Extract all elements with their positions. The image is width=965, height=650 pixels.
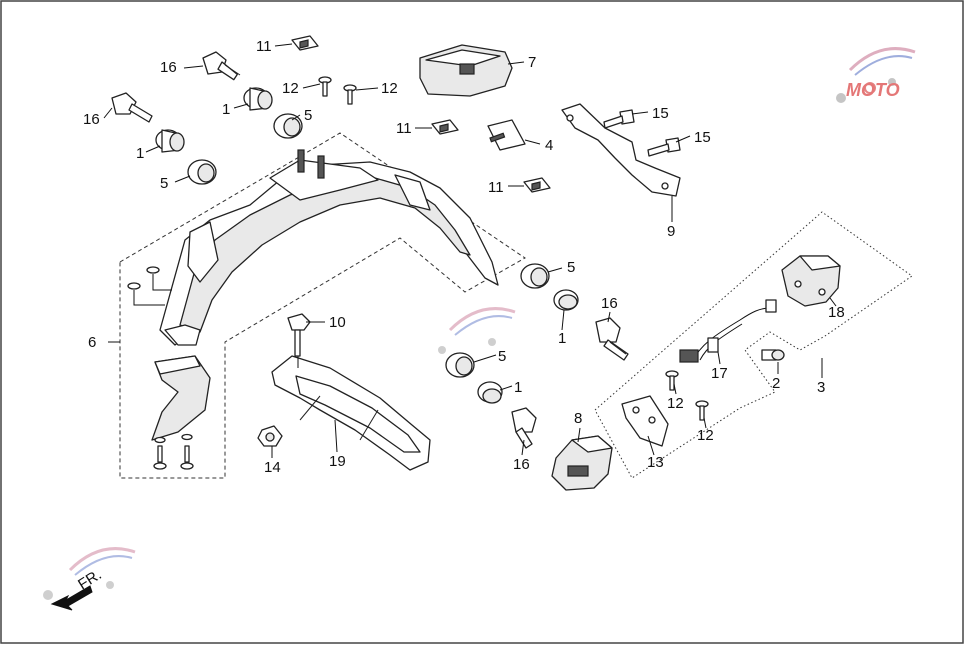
part-label-15: 15 [652,105,669,122]
part-label-13: 13 [647,454,664,471]
part-label-16: 16 [160,59,177,76]
bracket-long [561,103,681,197]
bracket-plate [487,119,526,151]
part-label-5: 5 [498,348,506,365]
watermark-logo [43,547,136,600]
collar-icon [477,381,503,404]
bolt-icon [202,51,241,81]
part-label-1: 1 [558,330,566,347]
washer-icon [146,266,160,274]
clip-icon [291,35,319,51]
part-label-14: 14 [264,459,281,476]
bulb-icon [761,349,785,361]
part-labels: 16 16 1 1 5 5 11 12 12 11 11 7 4 15 15 9… [83,38,845,476]
plate-bracket [271,355,431,471]
part-label-15: 15 [694,129,711,146]
part-label-17: 17 [711,365,728,382]
group-outline-3 [594,211,913,479]
grommet-icon [445,352,475,378]
grommet-icon [520,263,550,289]
clip-icon [431,119,459,135]
part-label-9: 9 [667,223,675,240]
part-label-12: 12 [381,80,398,97]
screw-icon [153,436,167,470]
part-label-2: 2 [772,375,780,392]
watermark-logo [438,307,516,354]
part-label-12: 12 [282,80,299,97]
part-label-16: 16 [601,295,618,312]
reflector [551,435,613,491]
part-label-1: 1 [222,101,230,118]
collar-icon [155,129,185,153]
part-label-12: 12 [697,427,714,444]
part-label-4: 4 [545,137,553,154]
mount-plate [621,395,669,447]
clip-icon [523,177,551,193]
screw-icon [318,76,332,97]
part-label-11: 11 [488,179,504,196]
screw-icon [343,84,357,105]
wire-harness [679,299,777,363]
part-label-16: 16 [513,456,530,473]
rear-fender [159,149,499,346]
part-label-5: 5 [304,107,312,124]
part-label-11: 11 [256,38,272,55]
nut-icon [257,425,283,447]
watermark-logo: MOTO [836,47,916,103]
part-label-10: 10 [329,314,346,331]
part-label-6: 6 [88,334,96,351]
bolt-icon [595,317,629,361]
relay-box [419,44,513,97]
part-label-11: 11 [396,120,412,137]
screw-icon [180,433,194,470]
part-label-19: 19 [329,453,346,470]
bolt-icon [647,137,681,157]
part-label-1: 1 [514,379,522,396]
part-label-5: 5 [160,175,168,192]
collar-icon [553,289,579,311]
bolt-icon [511,407,537,449]
mud-flap [151,355,211,441]
part-label-3: 3 [817,379,825,396]
part-label-8: 8 [574,410,582,427]
bolt-icon [287,313,311,357]
bolt-icon [603,109,635,129]
grommet-icon [187,159,217,185]
washer-icon [127,282,141,290]
collar-icon [243,87,273,111]
bolt-icon [111,92,153,123]
part-label-16: 16 [83,111,100,128]
screw-icon [695,400,709,421]
part-label-5: 5 [567,259,575,276]
part-label-12: 12 [667,395,684,412]
screw-icon [665,370,679,391]
part-label-18: 18 [828,304,845,321]
leader-lines [103,43,837,458]
part-label-7: 7 [528,54,536,71]
tail-light [781,255,841,307]
grommet-icon [273,113,303,139]
watermark-text: MOTO [846,80,900,100]
part-label-1: 1 [136,145,144,162]
